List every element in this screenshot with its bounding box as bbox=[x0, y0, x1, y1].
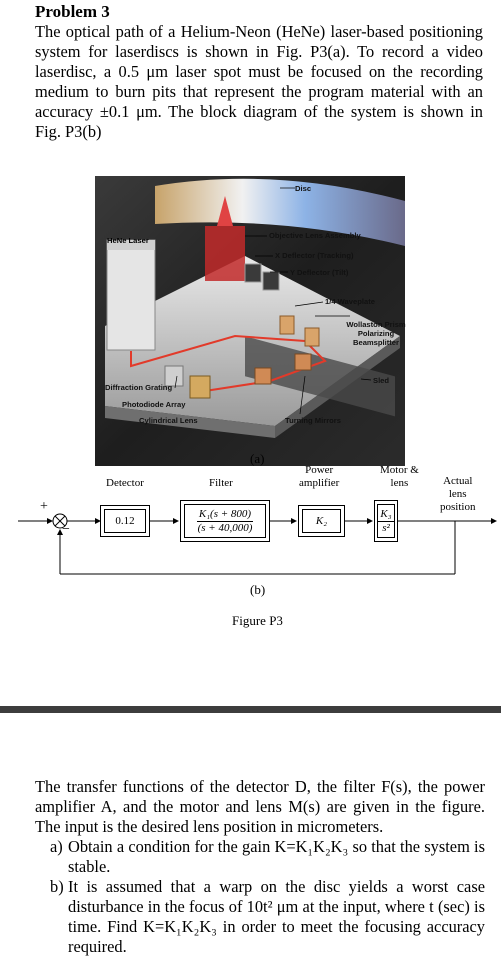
actual-label-line2: lens bbox=[448, 488, 467, 500]
label-wollaston-line1: Wollaston Prism bbox=[346, 320, 406, 329]
problem-intro: The optical path of a Helium-Neon (HeNe)… bbox=[35, 22, 483, 141]
waveplate-shape bbox=[279, 315, 295, 335]
motor-lens-block: K₃ s² bbox=[374, 500, 398, 542]
figure-a-caption: (a) bbox=[250, 451, 265, 466]
problem-title: Problem 3 bbox=[35, 2, 110, 21]
item-a-text: Obtain a condition for the gain K=K₁K₂K₃… bbox=[68, 837, 485, 876]
photodiode-shape bbox=[189, 375, 211, 399]
label-hene-laser: HeNe Laser bbox=[107, 236, 149, 245]
label-turning-mirrors: Turning Mirrors bbox=[285, 416, 341, 425]
filter-denominator: (s + 40,000) bbox=[197, 521, 253, 534]
disc-shape bbox=[155, 178, 405, 246]
item-b-marker: b) bbox=[50, 877, 64, 896]
page-separator bbox=[0, 706, 501, 713]
power-amp-label: Power amplifier bbox=[299, 464, 339, 490]
actual-label-line1: Actual bbox=[443, 475, 473, 487]
label-wollaston: Wollaston Prism Polarizing Beamsplitter bbox=[341, 320, 411, 347]
label-wollaston-line3: Beamsplitter bbox=[352, 338, 399, 347]
block-diagram-wires bbox=[18, 513, 497, 575]
label-sled: Sled bbox=[373, 376, 390, 385]
body-text: The transfer functions of the detector D… bbox=[35, 777, 485, 836]
power-amp-label-line1: Power bbox=[305, 464, 334, 476]
minus-sign: − bbox=[62, 522, 70, 537]
detector-label: Detector bbox=[106, 477, 144, 489]
optical-path-illustration: Disc HeNe Laser Objective Lens Assembly … bbox=[95, 176, 406, 466]
label-waveplate: 1/4 Waveplate bbox=[325, 297, 375, 306]
detector-block: 0.12 bbox=[100, 505, 150, 537]
hene-laser-tube bbox=[106, 239, 156, 351]
objective-lens-column bbox=[205, 226, 245, 281]
power-amp-label-line2: amplifier bbox=[299, 477, 340, 489]
motor-lens-label-line2: lens bbox=[390, 477, 409, 489]
actual-label-line3: position bbox=[440, 501, 476, 513]
optical-path-drawing bbox=[95, 176, 405, 466]
motor-denominator: s² bbox=[382, 521, 390, 534]
label-y-deflector: Y Deflector (Tilt) bbox=[290, 268, 349, 277]
amplifier-gain: K₂ bbox=[302, 509, 341, 533]
plus-sign: + bbox=[40, 499, 48, 514]
motor-lens-label: Motor & lens bbox=[380, 464, 419, 490]
motor-lens-label-line1: Motor & bbox=[380, 464, 419, 476]
detector-gain: 0.12 bbox=[104, 509, 146, 533]
label-disc: Disc bbox=[295, 184, 312, 193]
label-objective-lens: Objective Lens Assembly bbox=[269, 231, 361, 240]
label-cylindrical-lens: Cylindrical Lens bbox=[139, 416, 198, 425]
label-diffraction-grating: Diffraction Grating bbox=[105, 383, 173, 392]
figure-caption: Figure P3 bbox=[232, 613, 283, 628]
actual-lens-position-label: Actual lens position bbox=[440, 475, 475, 514]
label-photodiode-array: Photodiode Array bbox=[122, 400, 186, 409]
motor-numerator: K₃ bbox=[378, 507, 394, 522]
turning-mirror-shape bbox=[294, 353, 312, 371]
label-x-deflector: X Deflector (Tracking) bbox=[275, 251, 354, 260]
motor-transfer: K₃ s² bbox=[377, 504, 395, 538]
filter-label: Filter bbox=[209, 477, 233, 489]
filter-numerator: K₁(s + 800) bbox=[196, 507, 254, 522]
power-amplifier-block: K₂ bbox=[298, 505, 345, 537]
item-b-text: It is assumed that a warp on the disc yi… bbox=[68, 877, 485, 956]
wollaston-shape bbox=[304, 327, 320, 347]
filter-block: K₁(s + 800) (s + 40,000) bbox=[180, 500, 270, 542]
filter-transfer: K₁(s + 800) (s + 40,000) bbox=[184, 504, 266, 538]
item-a-marker: a) bbox=[50, 837, 63, 856]
figure-b-caption: (b) bbox=[250, 582, 266, 597]
label-wollaston-line2: Polarizing bbox=[357, 329, 395, 338]
